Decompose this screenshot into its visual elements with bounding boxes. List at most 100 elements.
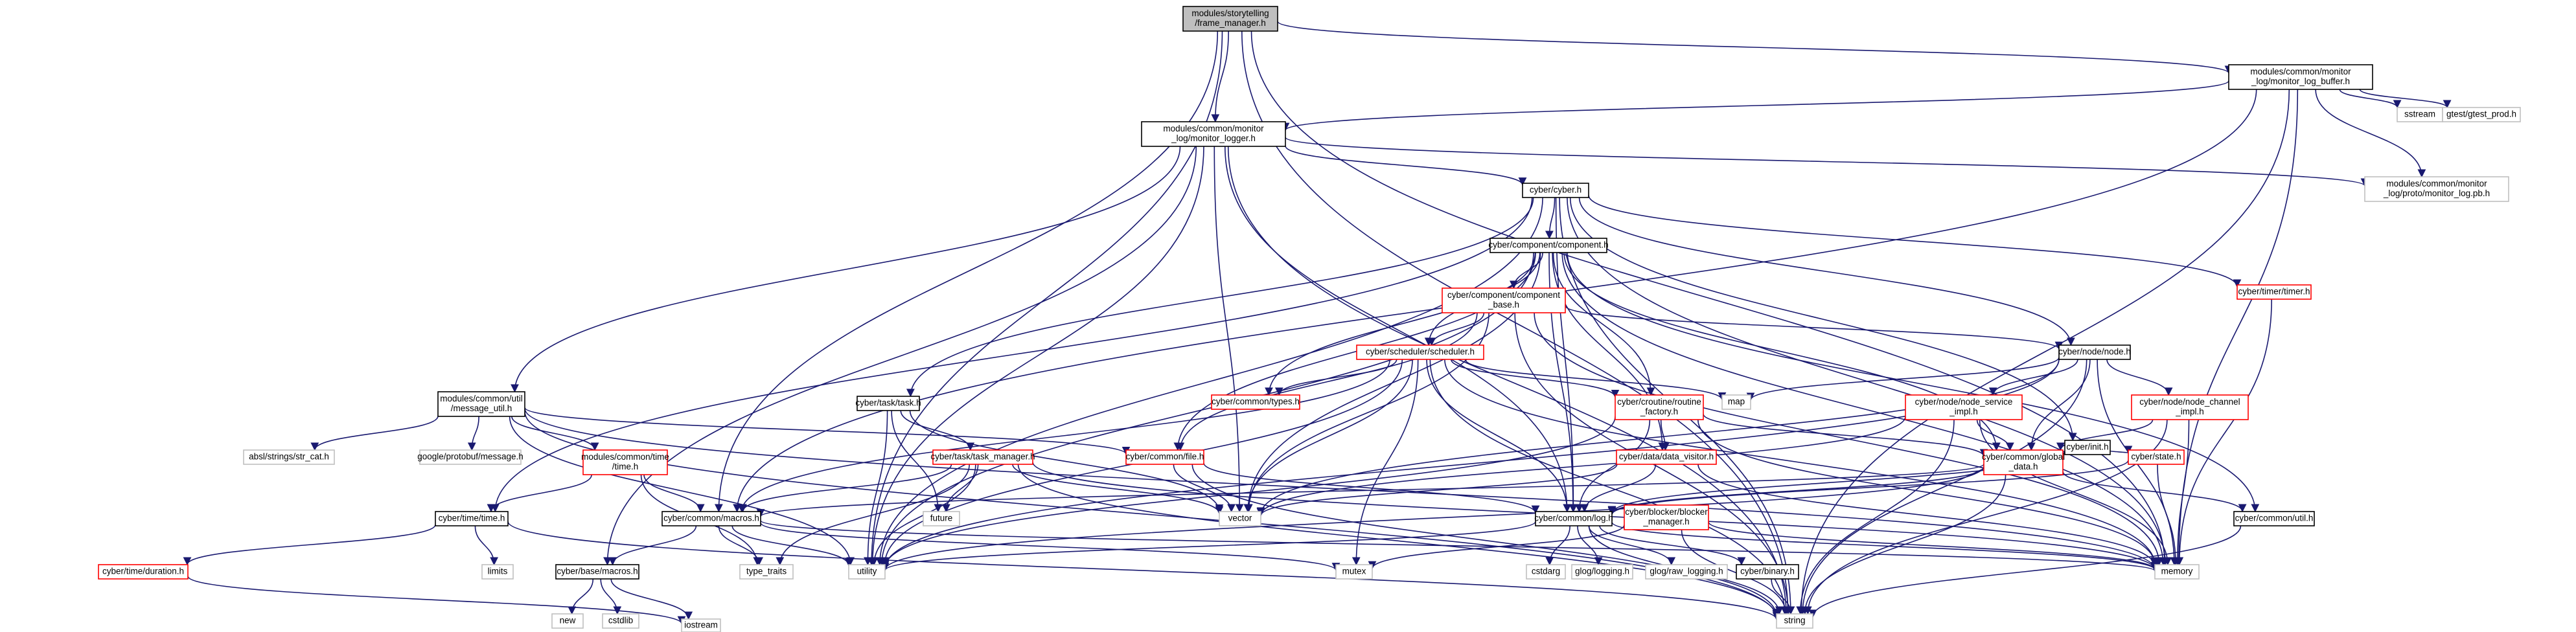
node-string: string (1776, 613, 1813, 629)
edge-nodesvc-to-string (1796, 419, 1955, 615)
edge-macros-to-typetraits (718, 525, 763, 566)
edge-datavisitor-to-memory (1697, 464, 2159, 568)
edge-datavisitor-to-log (1580, 464, 1657, 513)
edge-blocker-to-string (1681, 529, 1790, 615)
node-globaldata[interactable]: cyber/common/global_data.h (1982, 449, 2065, 475)
node-routine-box (1615, 394, 1704, 420)
edge-compbase-to-vector (1244, 312, 1489, 513)
edge-msgutil-to-mtime (511, 416, 599, 451)
edge-log-to-glograw (1588, 525, 1676, 566)
node-cstdlib: cstdlib (602, 613, 639, 629)
edge-scheduler-to-types (1274, 359, 1397, 396)
node-mtime-box (582, 449, 668, 475)
node-ctime-box (435, 511, 509, 526)
edge-component-to-routine (1552, 252, 1655, 396)
node-task[interactable]: cyber/task/task.h (855, 396, 921, 411)
node-compbase-label-line-0: cyber/component/component (1447, 290, 1560, 300)
node-sstream: sstream (2397, 107, 2443, 122)
edge-msgutil-to-file (524, 407, 1131, 455)
node-nodechan[interactable]: cyber/node/node_channel_impl.h (2131, 394, 2249, 420)
edge-mlogger-to-msgutil (511, 146, 1181, 393)
edge-compbase-to-memory (1534, 312, 2164, 566)
node-strcat-label-line-0: absl/strings/str_cat.h (249, 452, 329, 462)
edge-cyber-to-node (1578, 197, 2075, 346)
node-datavisitor-box (1616, 449, 1717, 465)
node-mlogbuf[interactable]: modules/common/monitor_log/monitor_log_b… (2228, 64, 2373, 90)
edge-mlogbuf-to-sstream (2339, 89, 2402, 109)
node-globaldata-label-line-1: _data.h (2008, 462, 2038, 471)
node-nodesvc[interactable]: cyber/node/node_service_impl.h (1905, 394, 2023, 420)
edge-mlogger-to-string (1227, 146, 1791, 615)
node-ctime[interactable]: cyber/time/time.h (435, 511, 509, 526)
node-msgutil[interactable]: modules/common/util/message_util.h (437, 391, 525, 417)
edge-taskmgr-to-string (1017, 464, 1781, 618)
node-taskmgr[interactable]: cyber/task/task_manager.h (930, 449, 1035, 465)
node-datavisitor[interactable]: cyber/data/data_visitor.h (1616, 449, 1717, 465)
node-scheduler[interactable]: cyber/scheduler/scheduler.h (1356, 344, 1484, 360)
node-binary[interactable]: cyber/binary.h (1736, 564, 1799, 580)
node-mlogger[interactable]: modules/common/monitor_log/monitor_logge… (1141, 121, 1286, 147)
node-msgutil-box (437, 391, 525, 417)
node-node[interactable]: cyber/node/node.h (2058, 344, 2131, 360)
node-state[interactable]: cyber/state.h (2128, 449, 2185, 465)
edge-nodesvc-to-globaldata (1976, 419, 2014, 451)
node-task-box (857, 396, 920, 411)
node-types[interactable]: cyber/common/types.h (1211, 394, 1300, 410)
node-mlogpb: modules/common/monitor_log/proto/monitor… (2364, 176, 2509, 202)
edge-datavisitor-to-vector (1256, 464, 1618, 517)
node-component[interactable]: cyber/component/component.h (1488, 238, 1609, 253)
edge-routine-to-utility (880, 416, 1616, 569)
node-cyber[interactable]: cyber/cyber.h (1522, 183, 1589, 198)
edge-root-to-mlogger (1211, 30, 1229, 123)
node-init[interactable]: cyber/init.h (2064, 440, 2111, 455)
node-string-label-line-0: string (1784, 616, 1805, 626)
node-basemacros[interactable]: cyber/base/macros.h (555, 564, 639, 580)
node-protomsg-box (419, 449, 522, 465)
node-compbase[interactable]: cyber/component/component_base.h (1442, 288, 1566, 313)
edge-basemacros-to-cstdlib (600, 578, 622, 615)
node-mlogger-label-line-0: modules/common/monitor (1163, 124, 1264, 133)
node-glog-label-line-0: glog/logging.h (1575, 567, 1629, 576)
node-typetraits: type_traits (739, 564, 794, 580)
node-msgutil-label-line-1: /message_util.h (451, 403, 512, 413)
node-log-box (1535, 511, 1613, 526)
node-mtime[interactable]: modules/common/time/time.h (581, 449, 669, 475)
node-component-box (1489, 238, 1607, 253)
node-cstdarg-label-line-0: cstdarg (1532, 567, 1560, 576)
edge-globaldata-to-cutil (2062, 471, 2247, 513)
edge-nodesvc-to-vector (1256, 416, 1906, 517)
node-mlogbuf-label-line-0: modules/common/monitor (2250, 67, 2351, 76)
node-routine-label-line-0: cyber/croutine/routine (1617, 397, 1701, 407)
node-blocker-label-line-0: cyber/blocker/blocker (1625, 507, 1708, 517)
node-duration[interactable]: cyber/time/duration.h (98, 564, 189, 580)
node-glograw-box (1645, 564, 1728, 580)
node-log[interactable]: cyber/common/log.h (1534, 511, 1613, 526)
node-typetraits-box (739, 564, 794, 580)
edge-log-to-cstdarg (1545, 525, 1570, 566)
edge-msgutil-to-utility (509, 416, 855, 566)
node-init-box (2064, 440, 2111, 455)
edge-macros-to-basemacros (608, 525, 697, 566)
node-globaldata-label-line-0: cyber/common/global (1982, 452, 2065, 462)
node-duration-box (98, 564, 189, 580)
node-routine[interactable]: cyber/croutine/routine_factory.h (1615, 394, 1704, 420)
edge-state-to-memory (2157, 464, 2180, 566)
node-cutil-label-line-0: cyber/common/util.h (2235, 514, 2314, 523)
node-memory: memory (2154, 564, 2200, 580)
node-taskmgr-box (932, 449, 1033, 465)
node-mlogpb-label-line-1: _log/proto/monitor_log.pb.h (2383, 188, 2490, 198)
node-scheduler-label-line-0: cyber/scheduler/scheduler.h (1366, 347, 1475, 357)
node-routine-label-line-1: _factory.h (1640, 407, 1678, 416)
edge-msgutil-to-protomsg (467, 416, 479, 451)
node-blocker[interactable]: cyber/blocker/blocker_manager.h (1624, 504, 1709, 530)
edge-root-to-memory (1250, 30, 2169, 566)
node-typetraits-label-line-0: type_traits (746, 567, 787, 576)
edge-compbase-to-scheduler (1427, 312, 1485, 346)
node-cutil[interactable]: cyber/common/util.h (2233, 511, 2315, 526)
node-macros[interactable]: cyber/common/macros.h (661, 511, 761, 526)
edge-cyber-to-timer (1588, 195, 2242, 288)
node-nodechan-label-line-1: _impl.h (2175, 407, 2204, 416)
node-timer[interactable]: cyber/timer/timer.h (2237, 284, 2312, 300)
node-file[interactable]: cyber/common/file.h (1125, 449, 1204, 465)
node-limits-box (481, 564, 514, 580)
